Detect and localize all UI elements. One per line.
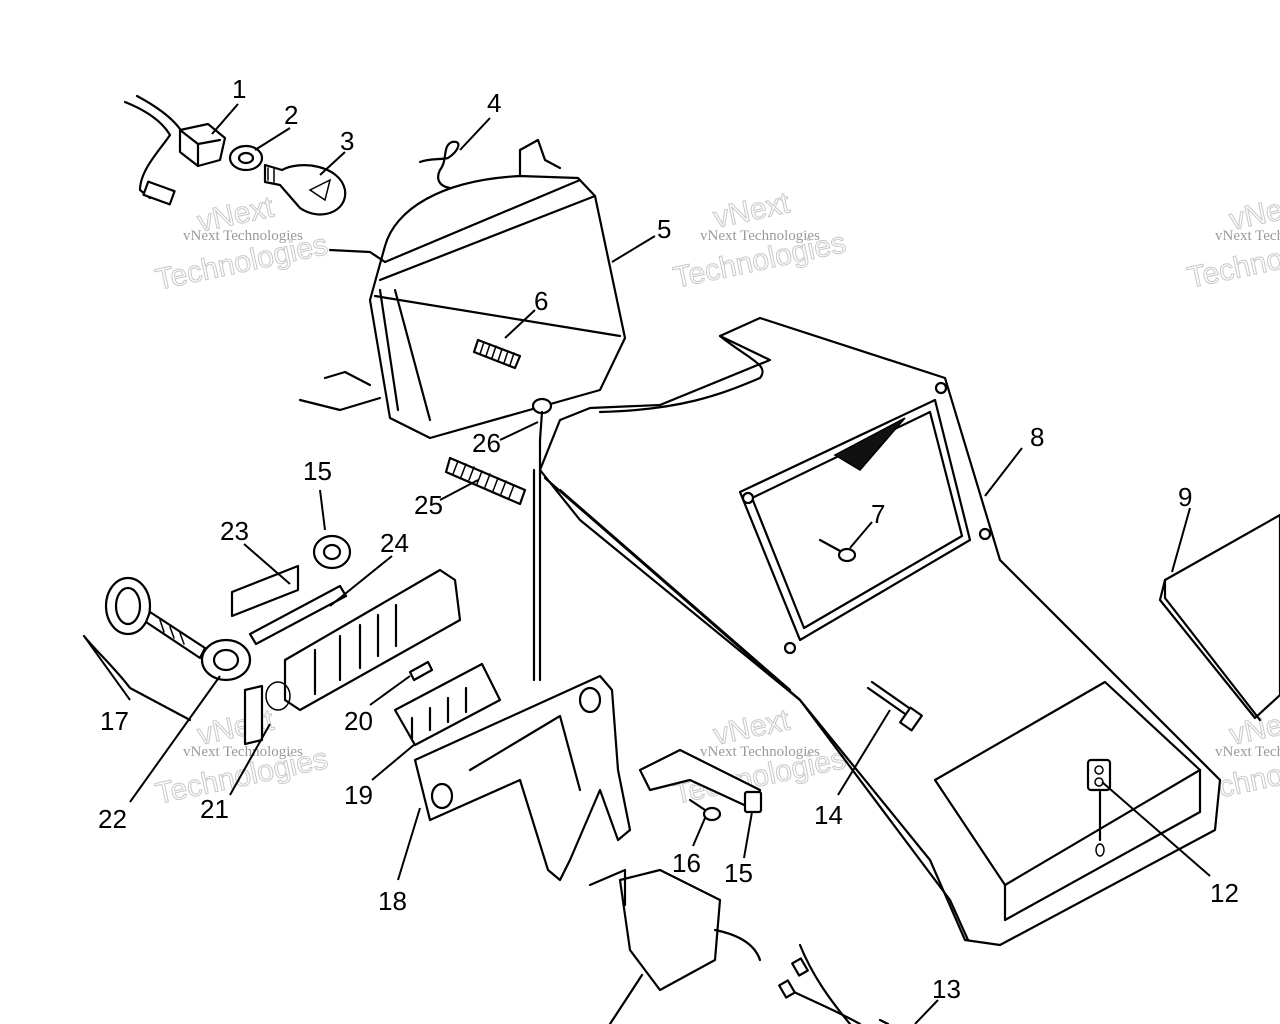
- part-17-key-assembly: [82, 576, 207, 722]
- callout-3: 3: [340, 126, 354, 156]
- callout-15-lower: 15: [724, 858, 753, 888]
- part-20-fuse: [408, 660, 434, 682]
- part-9-panel: [1158, 513, 1280, 722]
- callout-17: 17: [100, 706, 129, 736]
- callout-14: 14: [814, 800, 843, 830]
- part-cable: [532, 438, 542, 682]
- watermark-right-top: vNext vNext Technologies Technologies: [1184, 188, 1280, 295]
- part-switch-panel: [243, 568, 462, 746]
- part-16-screw: [688, 798, 722, 822]
- part-7-screw: [818, 538, 857, 563]
- part-15-switch-lower: [638, 748, 763, 814]
- part-1-socket: [123, 94, 227, 206]
- part-3-bulb: [263, 163, 347, 216]
- callout-23: 23: [220, 516, 249, 546]
- part-5-headlight-housing: [298, 138, 627, 440]
- watermark-small-text: vNext Technologies: [1215, 228, 1280, 244]
- callout-8: 8: [1030, 422, 1044, 452]
- callout-13: 13: [932, 974, 961, 1004]
- part-4-spring-clip: [418, 140, 460, 190]
- callout-1: 1: [232, 74, 246, 104]
- callout-7: 7: [871, 499, 885, 529]
- part-23-decal: [230, 564, 300, 618]
- part-18-mounting-bracket: [413, 674, 632, 882]
- part-2-bulb-seal: [228, 144, 264, 172]
- callout-4: 4: [487, 88, 501, 118]
- callout-26: 26: [472, 428, 501, 458]
- callout-15-upper: 15: [303, 456, 332, 486]
- callout-9: 9: [1178, 482, 1192, 512]
- callout-16: 16: [672, 848, 701, 878]
- watermark-small-text: vNext Technologies: [700, 744, 820, 760]
- part-8-console-hood: [538, 316, 1222, 947]
- callout-24: 24: [380, 528, 409, 558]
- part-13-harness: [588, 868, 890, 1024]
- part-6-spring: [472, 338, 522, 370]
- leader-lines: [83, 103, 1211, 1024]
- callout-22: 22: [98, 804, 127, 834]
- watermark-small-text: vNext Technologies: [183, 228, 303, 244]
- part-26-screw: [531, 397, 553, 442]
- callout-6: 6: [534, 286, 548, 316]
- part-12-clip: [1086, 758, 1112, 857]
- callout-18: 18: [378, 886, 407, 916]
- watermark-small-text: vNext Technologies: [183, 744, 303, 760]
- part-19-switch-block: [393, 662, 502, 747]
- callout-20: 20: [344, 706, 373, 736]
- part-24-strip: [248, 584, 348, 646]
- watermark-small-text: vNext Technologies: [700, 228, 820, 244]
- callout-2: 2: [284, 100, 298, 130]
- callout-labels: 1 2 3 4 5 6 7 8 9 12 13 14 15 15 16 17 1…: [98, 74, 1239, 1004]
- part-14-bolt: [866, 680, 923, 732]
- part-22-ignition-bezel: [200, 638, 252, 682]
- watermark-left-bottom: vNext vNext Technologies Technologies: [152, 703, 331, 811]
- callout-19: 19: [344, 780, 373, 810]
- part-15-grommet-upper: [312, 534, 352, 570]
- callout-5: 5: [657, 214, 671, 244]
- watermark-center-top: vNext vNext Technologies Technologies: [670, 186, 849, 295]
- part-25-spring: [444, 456, 527, 506]
- watermark-small-text: vNext Technologies: [1215, 744, 1280, 760]
- callout-21: 21: [200, 794, 229, 824]
- callout-12: 12: [1210, 878, 1239, 908]
- callout-25: 25: [414, 490, 443, 520]
